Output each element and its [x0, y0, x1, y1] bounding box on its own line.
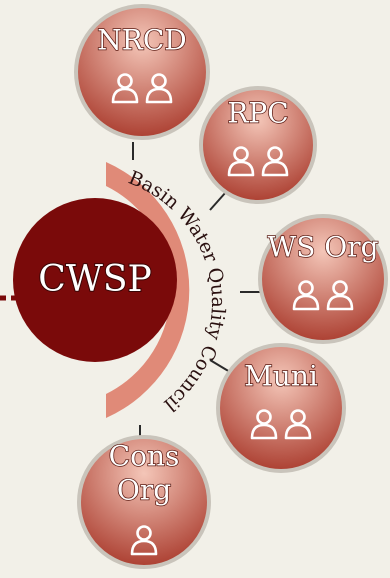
hub-circle [13, 198, 177, 362]
person-outline-icon [250, 409, 278, 440]
person-outline-icon [284, 409, 312, 440]
member-label-cons-org: Cons [109, 440, 180, 473]
member-circle-cons-org [77, 435, 211, 569]
connector-muni [209, 359, 231, 373]
person-outline-icon [111, 73, 139, 104]
connectors [132, 142, 260, 437]
member-circle-ws-org [258, 214, 388, 344]
connector-rpc [209, 191, 227, 211]
member-label-muni: Muni [244, 360, 318, 393]
member-circle-nrcd [74, 4, 210, 140]
person-outline-icon [227, 146, 255, 177]
member-node-rpc: RPC [199, 86, 317, 204]
member-label-cons-org: Org [117, 474, 171, 507]
person-outline-icon [326, 280, 354, 311]
member-node-nrcd: NRCD [74, 4, 210, 140]
person-outline-icon [292, 280, 320, 311]
member-circle-muni [216, 343, 346, 473]
member-label-rpc: RPC [227, 97, 288, 130]
member-node-ws-org: WS Org [258, 214, 388, 344]
member-label-nrcd: NRCD [97, 24, 186, 57]
council-arc-band [106, 162, 190, 418]
member-node-muni: Muni [216, 343, 346, 473]
person-outline-icon [261, 146, 289, 177]
hub-label: CWSP [38, 259, 151, 300]
member-label-ws-org: WS Org [267, 231, 378, 264]
person-outline-icon [145, 73, 173, 104]
person-outline-icon [130, 525, 158, 556]
